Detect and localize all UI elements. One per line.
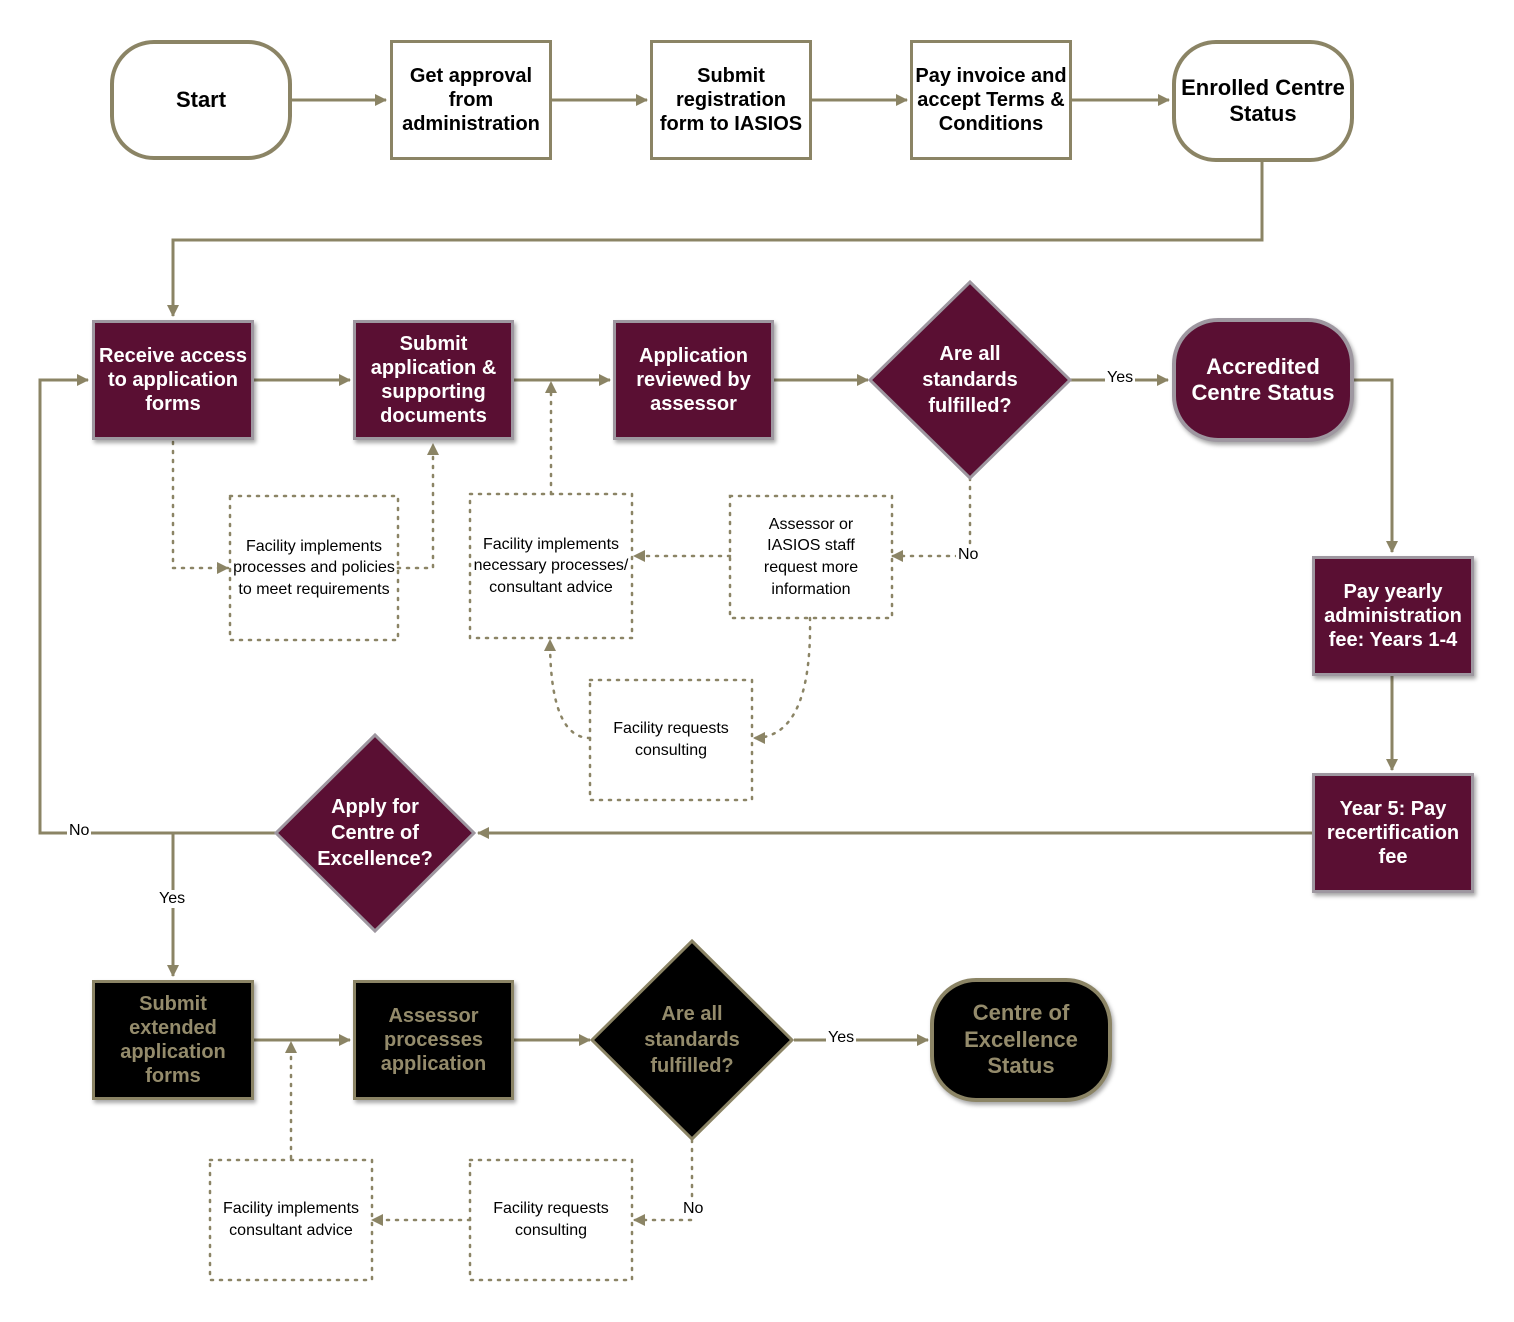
note-box-necessary	[468, 492, 634, 640]
note-consulting-1-text: Facility requests consulting	[613, 720, 729, 759]
pay-yearly-label: Pay yearly administration fee: Years 1-4	[1324, 581, 1462, 651]
note-box-consultant-advice	[208, 1158, 374, 1282]
receive-access-box: Receive access to application forms	[92, 320, 254, 440]
dotted-policies-to-submit	[396, 442, 439, 570]
enrolled-terminal: Enrolled Centre Status	[1172, 40, 1354, 162]
dotted-receive-to-policies	[171, 440, 230, 574]
label-no-excellence: No	[67, 822, 92, 840]
note-assessor-request: Assessor or IASIOS staff request more in…	[740, 498, 882, 616]
dotted-assessor-to-consulting	[752, 616, 812, 744]
accredited-terminal: Accredited Centre Status	[1172, 318, 1354, 442]
submit-application-box: Submit application & supporting document…	[353, 320, 514, 440]
get-approval-box: Get approval from administration	[390, 40, 552, 160]
submit-extended-label: Submit extended application forms	[120, 993, 226, 1087]
note-assessor-request-text: Assessor or IASIOS staff request more in…	[763, 515, 859, 598]
receive-access-label: Receive access to application forms	[99, 345, 247, 415]
excellence-terminal: Centre of Excellence Status	[930, 978, 1112, 1102]
label-yes-standards-2: Yes	[826, 1029, 857, 1047]
note-necessary: Facility implements necessary processes/…	[472, 496, 630, 636]
standards-decision-2-label: Are all standards fulfilled?	[644, 1003, 740, 1077]
application-reviewed-label: Application reviewed by assessor	[636, 345, 751, 415]
accredited-label: Accredited Centre Status	[1191, 353, 1335, 405]
note-consultant-advice: Facility implements consultant advice	[212, 1162, 370, 1278]
note-box-consulting-1	[588, 678, 754, 802]
assessor-processes-label: Assessor processes application	[380, 1005, 487, 1075]
note-policies: Facility implements processes and polici…	[232, 498, 396, 638]
decision-diamond-standards-1	[867, 279, 1073, 481]
submit-extended-box: Submit extended application forms	[92, 980, 254, 1100]
start-terminal: Start	[110, 40, 292, 160]
pay-yearly-box: Pay yearly administration fee: Years 1-4	[1312, 556, 1474, 676]
decision-diamond-standards-2	[589, 938, 795, 1142]
connector-accredited-yearly	[1354, 378, 1398, 553]
pay-invoice-label: Pay invoice and accept Terms & Condition…	[915, 65, 1067, 135]
note-consulting-1: Facility requests consulting	[592, 682, 750, 798]
year5-label: Year 5: Pay recertification fee	[1326, 798, 1460, 868]
standards-decision-2-text: Are all standards fulfilled?	[622, 980, 762, 1100]
connector-enrolled-receive	[167, 162, 1264, 317]
excellence-decision-label: Apply for Centre of Excellence?	[317, 796, 433, 870]
submit-registration-box: Submit registration form to IASIOS	[650, 40, 812, 160]
note-consultant-advice-text: Facility implements consultant advice	[222, 1200, 360, 1239]
standards-decision-1-text: Are all standards fulfilled?	[900, 320, 1040, 440]
application-reviewed-box: Application reviewed by assessor	[613, 320, 774, 440]
excellence-decision-text: Apply for Centre of Excellence?	[305, 773, 445, 893]
start-label: Start	[175, 86, 227, 112]
note-policies-text: Facility implements processes and polici…	[233, 537, 395, 598]
note-consulting-2-text: Facility requests consulting	[493, 1200, 609, 1239]
enrolled-label: Enrolled Centre Status	[1181, 74, 1345, 126]
label-yes-standards-1: Yes	[1105, 369, 1136, 387]
submit-registration-label: Submit registration form to IASIOS	[659, 65, 803, 135]
submit-application-label: Submit application & supporting document…	[370, 333, 497, 427]
pay-invoice-box: Pay invoice and accept Terms & Condition…	[910, 40, 1072, 160]
note-box-policies	[228, 494, 400, 642]
note-box-consulting-2	[468, 1158, 634, 1282]
note-consulting-2: Facility requests consulting	[472, 1162, 630, 1278]
excellence-status-label: Centre of Excellence Status	[964, 1000, 1078, 1079]
dotted-consulting-to-necessary	[544, 638, 592, 740]
dotted-decision-to-assessor-request	[890, 476, 972, 562]
label-no-standards-1: No	[956, 546, 981, 564]
assessor-processes-box: Assessor processes application	[353, 980, 514, 1100]
label-no-standards-2: No	[681, 1200, 706, 1218]
connector-excellence-no-loop	[38, 374, 276, 835]
label-yes-excellence: Yes	[157, 890, 188, 908]
note-necessary-text: Facility implements necessary processes/…	[473, 535, 629, 596]
decision-diamond-excellence	[273, 732, 477, 934]
note-box-assessor-request	[728, 494, 894, 620]
get-approval-label: Get approval from administration	[402, 65, 540, 135]
standards-decision-1-label: Are all standards fulfilled?	[922, 343, 1018, 417]
year5-box: Year 5: Pay recertification fee	[1312, 773, 1474, 893]
dotted-decision2-to-consulting	[632, 1138, 694, 1226]
